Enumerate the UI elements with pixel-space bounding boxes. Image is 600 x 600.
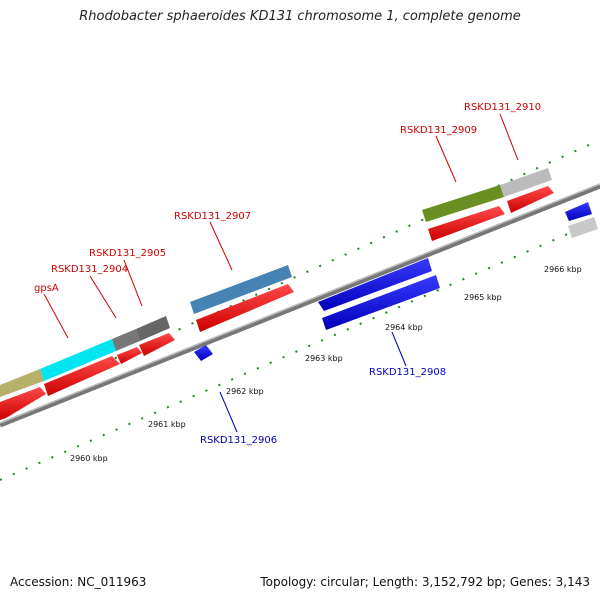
gene-label-2909[interactable]: RSKD131_2909 xyxy=(400,125,477,136)
cds-arrow-blue[interactable] xyxy=(318,258,432,311)
feature-bar-lightgrey-2[interactable] xyxy=(568,217,598,238)
scale-label: 2965 kbp xyxy=(464,293,502,302)
leader-gpsA xyxy=(43,293,69,339)
leader-2910 xyxy=(499,113,519,161)
gene-label-2906[interactable]: RSKD131_2906 xyxy=(200,435,277,446)
cds-arrow-blue[interactable] xyxy=(565,202,592,221)
map-title: Rhodobacter sphaeroides KD131 chromosome… xyxy=(79,9,521,24)
backbone-highlight xyxy=(0,183,600,424)
cds-arrow-blue[interactable] xyxy=(194,345,213,361)
gene-label-2905[interactable]: RSKD131_2905 xyxy=(89,248,166,259)
feature-bar-olive[interactable] xyxy=(0,369,44,397)
feature-bar-grey[interactable] xyxy=(112,329,140,351)
leader-2907 xyxy=(209,221,233,271)
gene-label-2904[interactable]: RSKD131_2904 xyxy=(51,264,128,275)
scale-label: 2960 kbp xyxy=(70,454,108,463)
cds-arrow-red[interactable] xyxy=(428,206,505,241)
reverse-cds xyxy=(194,202,592,361)
gene-label-2910[interactable]: RSKD131_2910 xyxy=(464,102,541,113)
scale-label: 2961 kbp xyxy=(148,420,186,429)
scale-label: 2962 kbp xyxy=(226,387,264,396)
leader-2906 xyxy=(219,391,238,433)
cds-arrow-red[interactable] xyxy=(196,284,294,332)
feature-bar-green[interactable] xyxy=(422,185,504,222)
feature-bar-cyan[interactable] xyxy=(40,339,116,381)
cds-arrow-red[interactable] xyxy=(139,333,175,356)
leader-2909 xyxy=(435,135,457,183)
cds-arrow-blue[interactable] xyxy=(322,275,440,330)
forward-cds xyxy=(0,186,554,420)
genome-stats-text: Topology: circular; Length: 3,152,792 bp… xyxy=(260,575,590,589)
scale-label: 2964 kbp xyxy=(385,323,423,332)
accession-text: Accession: NC_011963 xyxy=(10,575,147,589)
gene-label-gpsA[interactable]: gpsA xyxy=(34,283,59,294)
gene-label-2908[interactable]: RSKD131_2908 xyxy=(369,367,446,378)
forward-features xyxy=(0,168,598,397)
feature-bar-darkgrey[interactable] xyxy=(136,316,170,341)
scale-label: 2963 kbp xyxy=(305,354,343,363)
gene-label-2907[interactable]: RSKD131_2907 xyxy=(174,211,251,222)
cds-arrow-red[interactable] xyxy=(44,356,120,396)
label-leaders xyxy=(43,113,519,339)
scale-label: 2966 kbp xyxy=(544,265,582,274)
feature-bar-steelblue[interactable] xyxy=(190,265,292,314)
backbone-line xyxy=(0,183,600,428)
label-leaders-reverse xyxy=(219,331,407,433)
leader-2905 xyxy=(123,259,143,307)
cds-arrow-red[interactable] xyxy=(507,186,554,213)
leader-2908 xyxy=(391,331,407,367)
cds-arrow-red[interactable] xyxy=(117,347,142,364)
feature-bar-lightgrey[interactable] xyxy=(500,168,552,197)
cds-arrow-red[interactable] xyxy=(0,387,46,420)
leader-2904 xyxy=(89,275,117,319)
